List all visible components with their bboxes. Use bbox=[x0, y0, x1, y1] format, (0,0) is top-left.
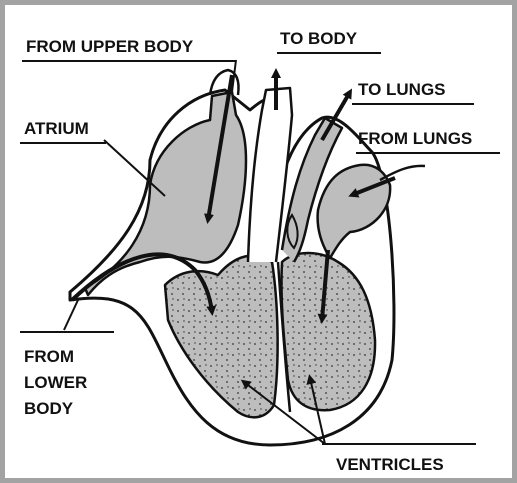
label-ventricles: VENTRICLES bbox=[336, 454, 444, 476]
label-from-lungs: FROM LUNGS bbox=[358, 128, 472, 150]
leader-from-lower-body bbox=[64, 300, 78, 330]
label-from-lower-body-line3: BODY bbox=[24, 398, 73, 420]
underline-ventricles bbox=[322, 443, 476, 445]
label-to-body: TO BODY bbox=[280, 28, 357, 50]
label-from-lower-body-line1: FROM bbox=[24, 346, 74, 368]
underline-atrium bbox=[20, 142, 106, 144]
label-to-lungs: TO LUNGS bbox=[358, 79, 446, 101]
label-from-upper-body: FROM UPPER BODY bbox=[26, 36, 193, 58]
underline-to-lungs bbox=[352, 103, 474, 105]
underline-from-lower-body bbox=[20, 331, 114, 333]
label-atrium: ATRIUM bbox=[24, 118, 89, 140]
underline-from-upper-body bbox=[22, 60, 236, 62]
label-from-lower-body-line2: LOWER bbox=[24, 372, 87, 394]
underline-from-lungs bbox=[356, 152, 500, 154]
underline-to-body bbox=[277, 52, 381, 54]
